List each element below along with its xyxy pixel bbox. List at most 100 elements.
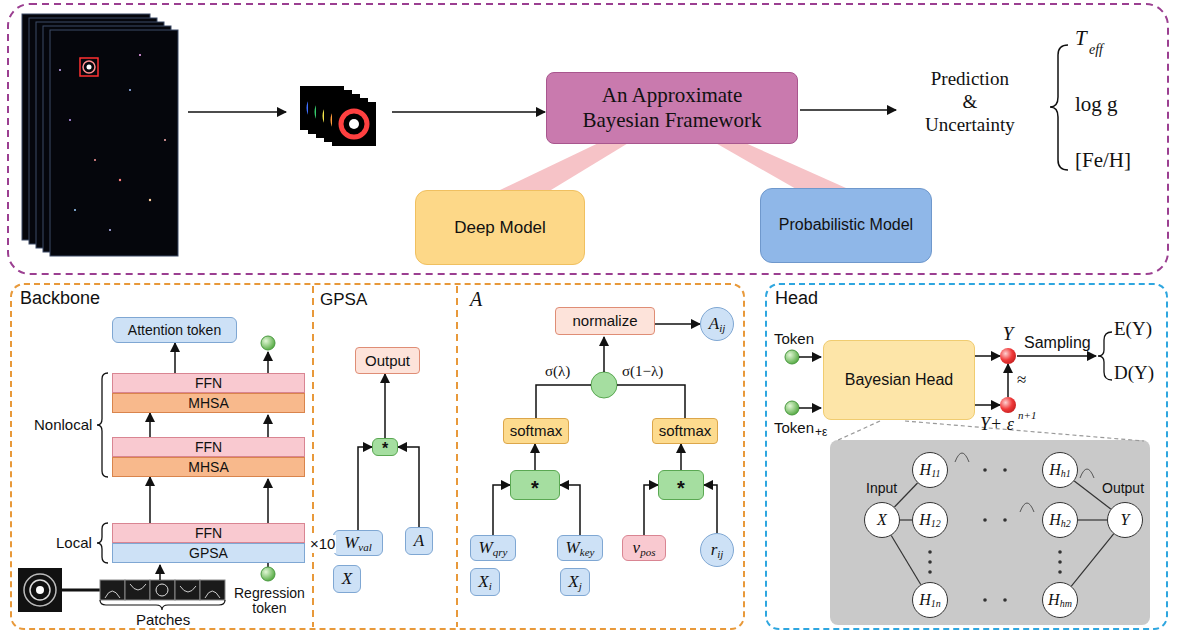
node-subtext: qry xyxy=(493,546,508,559)
flow-arrow xyxy=(392,111,545,113)
connector xyxy=(1071,534,1113,586)
weight-curve xyxy=(1020,503,1034,512)
node-subtext: 1n xyxy=(931,598,941,610)
output-heading: Prediction & Uncertainty xyxy=(925,68,1015,136)
node-subtext: h2 xyxy=(1061,518,1071,530)
connector xyxy=(975,355,1000,357)
connector xyxy=(891,535,920,584)
flow-arrow xyxy=(1017,355,1096,357)
patch-strip xyxy=(125,580,150,600)
curly-brace xyxy=(100,600,225,610)
step-label: Sampling xyxy=(1024,333,1091,352)
combine-wires xyxy=(536,337,685,418)
output-dot: Y xyxy=(1000,348,1016,364)
ellipsis-dots xyxy=(928,560,932,564)
weight-label: σ(λ) xyxy=(545,362,570,380)
group-label: Nonlocal xyxy=(34,416,92,434)
connector xyxy=(560,485,580,535)
node-text: Head xyxy=(775,288,818,309)
ellipsis-dots xyxy=(983,468,987,472)
ellipsis-dots xyxy=(928,570,932,574)
node-text: * xyxy=(677,478,685,498)
input-image xyxy=(62,589,100,592)
layer-label: Input xyxy=(866,480,897,497)
parameter-name: log g xyxy=(1075,92,1118,117)
patch-strip xyxy=(205,591,220,598)
flow-arrow xyxy=(267,352,269,373)
node-text: v xyxy=(633,538,641,558)
node-subtext: ij xyxy=(719,322,725,335)
image-stack xyxy=(139,54,141,56)
ring-images xyxy=(300,86,376,146)
mhsa-block: MHSA xyxy=(112,393,305,413)
network-node: H1n xyxy=(912,582,948,618)
ring-images xyxy=(349,119,359,129)
framework-box: An Approximate Bayesian Framework xyxy=(546,72,798,144)
product-op: * xyxy=(510,470,560,500)
network-node: H12 xyxy=(912,502,948,538)
matrix-box: X xyxy=(333,565,361,593)
flow-arrow xyxy=(799,356,821,358)
gpsa-block: GPSA xyxy=(112,543,305,563)
input-image xyxy=(30,580,50,600)
combine-wires xyxy=(617,385,685,418)
network-node: Y xyxy=(1107,502,1143,538)
node-text: normalize xyxy=(572,312,637,329)
panel-title: GPSA xyxy=(320,290,367,310)
node-subtext: pos xyxy=(640,546,655,559)
network-ground xyxy=(830,440,1150,625)
patch-strip xyxy=(200,580,225,600)
patch-strip xyxy=(100,580,125,600)
node-text: X xyxy=(478,572,488,592)
ellipsis-dots xyxy=(983,598,987,602)
output-dot: Y+ εn+1 xyxy=(1000,397,1016,413)
node-text: Deep Model xyxy=(454,218,546,238)
token-dot xyxy=(785,350,799,415)
patch-strip xyxy=(156,584,168,596)
connector xyxy=(398,447,419,527)
node-text: Backbone xyxy=(20,288,100,309)
connector xyxy=(149,413,151,437)
input-image xyxy=(36,586,44,594)
patch-strip xyxy=(105,591,120,598)
token-box: Attention token xyxy=(112,317,237,343)
node-text: Y xyxy=(1121,511,1130,529)
connector xyxy=(680,444,682,470)
connector xyxy=(900,519,912,520)
network-node: H11 xyxy=(912,452,948,488)
node-text: A xyxy=(414,531,424,551)
weight-curve xyxy=(955,453,969,462)
node-text: * xyxy=(382,441,388,457)
token-label: Regression token xyxy=(234,586,305,617)
node-text: W xyxy=(479,538,493,558)
node-text: r xyxy=(711,540,718,560)
output-box: Output xyxy=(355,347,420,374)
ellipsis-dots xyxy=(983,518,987,522)
image-stack xyxy=(83,61,95,73)
patch-strip xyxy=(175,580,200,600)
connector xyxy=(149,477,151,523)
panel-title: A xyxy=(470,287,482,311)
combine-wires xyxy=(536,385,591,418)
node-subtext: 12 xyxy=(931,518,941,530)
node-text: Output xyxy=(365,352,410,369)
zoom-line xyxy=(836,421,880,441)
node-text: GPSA xyxy=(189,545,228,561)
combine-wires xyxy=(603,337,605,372)
matrix-box: Wval xyxy=(333,530,383,556)
matrix-circle: Aij xyxy=(700,307,734,341)
parameter-name: [Fe/H] xyxy=(1075,148,1131,173)
node-text: X xyxy=(342,569,352,589)
connector xyxy=(534,444,536,470)
image-stack xyxy=(80,58,98,76)
connector xyxy=(655,323,700,325)
node-text: A xyxy=(709,314,719,334)
node-text: Attention token xyxy=(128,322,221,338)
node-text: W xyxy=(344,533,358,553)
curly-brace xyxy=(1098,332,1112,380)
image-stack xyxy=(87,65,92,70)
node-text: H xyxy=(1049,511,1061,529)
statistic-label: E(Y) xyxy=(1114,318,1152,341)
curly-brace xyxy=(1050,45,1068,170)
